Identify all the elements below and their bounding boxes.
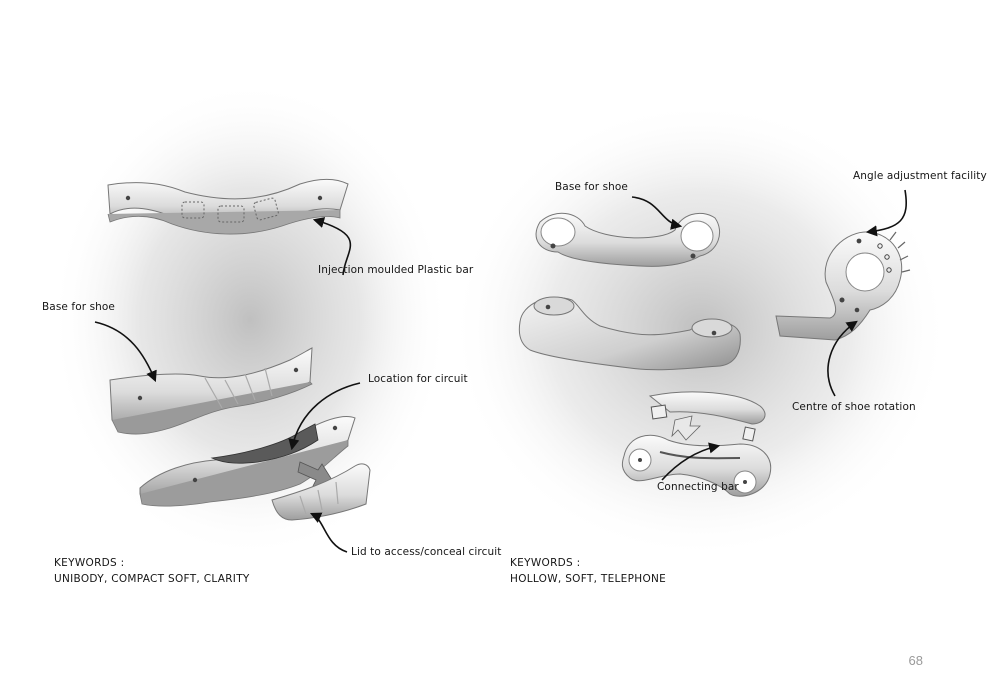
circuit-location-arrow bbox=[288, 382, 361, 451]
connecting-bar-arrow bbox=[661, 442, 721, 481]
angle-adjustment-arrow bbox=[865, 189, 907, 237]
label-centre-of-rotation: Centre of shoe rotation bbox=[792, 401, 916, 413]
sole-circuit-sketch bbox=[139, 415, 356, 507]
lid-sketch bbox=[271, 463, 371, 521]
label-base-for-shoe-right: Base for shoe bbox=[555, 181, 628, 193]
keywords-left-heading: KEYWORDS : bbox=[54, 557, 125, 569]
centre-rotation-arrow bbox=[827, 320, 858, 397]
plastic-bar-sketch bbox=[107, 178, 349, 235]
label-angle-adjustment: Angle adjustment facility bbox=[853, 170, 987, 182]
right-shoe-base-sketch bbox=[535, 212, 720, 267]
telephone-base-sketch bbox=[518, 296, 741, 371]
base-for-shoe-arrow-left bbox=[94, 321, 157, 383]
lid-arrow bbox=[309, 512, 348, 553]
keywords-left: KEYWORDS : UNIBODY, COMPACT SOFT, CLARIT… bbox=[54, 555, 250, 587]
label-plastic-bar: Injection moulded Plastic bar bbox=[318, 264, 474, 276]
base-for-shoe-arrow-right bbox=[631, 196, 683, 230]
plastic-bar-arrow bbox=[312, 217, 352, 276]
label-base-for-shoe-left: Base for shoe bbox=[42, 301, 115, 313]
keywords-right-values: HOLLOW, SOFT, TELEPHONE bbox=[510, 573, 667, 585]
label-lid: Lid to access/conceal circuit bbox=[351, 546, 502, 558]
page-number: 68 bbox=[908, 653, 923, 668]
label-location-for-circuit: Location for circuit bbox=[368, 373, 468, 385]
keywords-right-heading: KEYWORDS : bbox=[510, 557, 581, 569]
connecting-bar-sketch bbox=[621, 391, 772, 497]
keywords-right: KEYWORDS : HOLLOW, SOFT, TELEPHONE bbox=[510, 555, 666, 587]
label-connecting-bar: Connecting bar bbox=[657, 481, 739, 493]
keywords-left-values: UNIBODY, COMPACT SOFT, CLARITY bbox=[54, 573, 250, 585]
angle-adjustment-sketch bbox=[775, 231, 911, 341]
shoe-base-sketch bbox=[109, 347, 313, 435]
